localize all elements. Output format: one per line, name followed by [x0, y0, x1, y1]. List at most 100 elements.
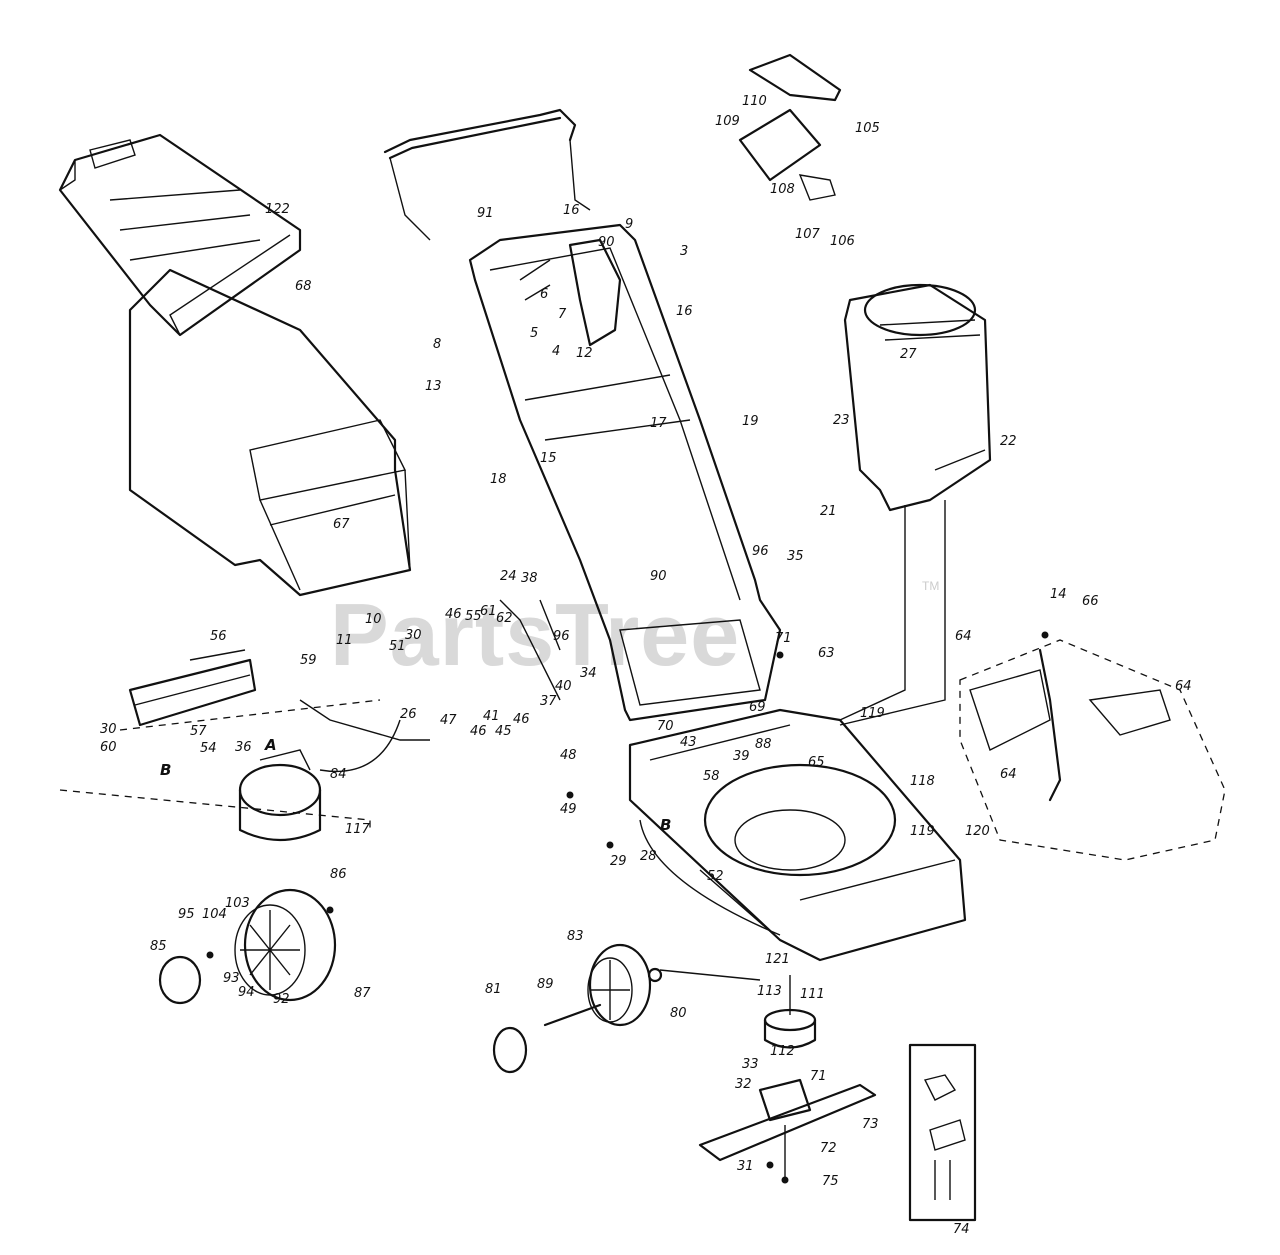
callout-64a: 64	[955, 629, 972, 644]
callout-64c: 64	[1000, 767, 1017, 782]
callout-31: 31	[737, 1159, 754, 1174]
callout-110: 110	[742, 94, 767, 109]
callout-112: 112	[770, 1044, 795, 1059]
callout-75: 75	[822, 1174, 839, 1189]
callout-66: 66	[1082, 594, 1099, 609]
callout-111: 111	[800, 987, 825, 1002]
callout-49: 49	[560, 802, 577, 817]
callout-104: 104	[202, 907, 227, 922]
callout-39: 39	[733, 749, 750, 764]
callout-46a: 46	[445, 607, 462, 622]
callout-59: 59	[300, 653, 317, 668]
callout-109: 109	[715, 114, 740, 129]
callout-91: 91	[477, 206, 494, 221]
callout-57: 57	[190, 724, 207, 739]
callout-7: 7	[558, 307, 567, 322]
callout-29: 29	[610, 854, 627, 869]
callout-47: 47	[440, 713, 457, 728]
callout-14: 14	[1050, 587, 1067, 602]
callout-86: 86	[330, 867, 347, 882]
callout-67: 67	[333, 517, 350, 532]
callout-52: 52	[707, 869, 724, 884]
callout-61: 61	[480, 604, 497, 619]
callout-9: 9	[625, 217, 633, 232]
callout-17: 17	[650, 416, 667, 431]
section-marker-a: A	[264, 736, 277, 754]
callout-51: 51	[389, 639, 406, 654]
callout-89: 89	[537, 977, 554, 992]
callout-28: 28	[640, 849, 657, 864]
callout-119b: 119	[910, 824, 935, 839]
callout-10: 10	[365, 612, 382, 627]
callout-85: 85	[150, 939, 167, 954]
callout-96a: 96	[752, 544, 769, 559]
callout-45: 45	[495, 724, 512, 739]
callout-92: 92	[273, 992, 290, 1007]
main-handle-frame	[468, 223, 782, 722]
front-wheel	[492, 943, 761, 1074]
callout-74: 74	[953, 1222, 970, 1237]
callout-27: 27	[900, 347, 917, 362]
callout-55: 55	[465, 609, 482, 624]
mower-deck	[628, 708, 967, 962]
callout-121: 121	[765, 952, 790, 967]
blade-assembly	[698, 975, 877, 1180]
callout-24: 24	[500, 569, 517, 584]
fasteners	[206, 631, 1049, 1184]
callout-90a: 90	[598, 235, 615, 250]
callout-21: 21	[820, 504, 837, 519]
section-marker-b-left: B	[160, 761, 171, 779]
callout-73: 73	[862, 1117, 879, 1132]
callout-71b: 71	[810, 1069, 827, 1084]
callout-71: 71	[775, 631, 792, 646]
callout-93: 93	[223, 971, 240, 986]
engine-alignment-lines	[839, 500, 946, 726]
control-linkage	[299, 238, 622, 773]
callout-22: 22	[1000, 434, 1017, 449]
callout-63: 63	[818, 646, 835, 661]
callout-80: 80	[670, 1006, 687, 1021]
callout-36: 36	[235, 740, 252, 755]
callout-38: 38	[521, 571, 538, 586]
callout-84: 84	[330, 767, 347, 782]
callout-122: 122	[265, 202, 290, 217]
callout-46c: 46	[513, 712, 530, 727]
callout-43: 43	[680, 735, 697, 750]
callout-69: 69	[749, 700, 766, 715]
drive-bracket	[59, 649, 381, 830]
callout-48: 48	[560, 748, 577, 763]
callout-90b: 90	[650, 569, 667, 584]
upper-handle	[383, 108, 591, 241]
callout-108: 108	[770, 182, 795, 197]
callout-32: 32	[735, 1077, 752, 1092]
callout-106: 106	[830, 234, 855, 249]
callout-33: 33	[742, 1057, 759, 1072]
callout-81: 81	[485, 982, 502, 997]
section-marker-b-deck: B	[660, 816, 671, 834]
callout-3: 3	[680, 244, 688, 259]
callout-40: 40	[555, 679, 572, 694]
callout-37: 37	[540, 694, 557, 709]
callout-26: 26	[400, 707, 417, 722]
callout-119a: 119	[860, 706, 885, 721]
grass-catcher-lid	[58, 133, 302, 337]
callout-46b: 46	[470, 724, 487, 739]
partstree-watermark: PartsTree	[330, 585, 740, 684]
grass-bag	[128, 268, 412, 597]
callout-105: 105	[855, 121, 880, 136]
throttle-control	[738, 53, 842, 201]
transmission	[238, 749, 322, 842]
callout-62: 62	[496, 611, 513, 626]
callout-83: 83	[567, 929, 584, 944]
callout-60: 60	[100, 740, 117, 755]
callout-68: 68	[295, 279, 312, 294]
callout-35: 35	[787, 549, 804, 564]
callout-120: 120	[965, 824, 990, 839]
callout-117: 117	[345, 822, 371, 837]
watermark-trademark: TM	[922, 579, 939, 593]
callout-96b: 96	[553, 629, 570, 644]
callout-13: 13	[425, 379, 442, 394]
rear-guard-kit	[959, 639, 1226, 861]
callout-54: 54	[200, 741, 217, 756]
